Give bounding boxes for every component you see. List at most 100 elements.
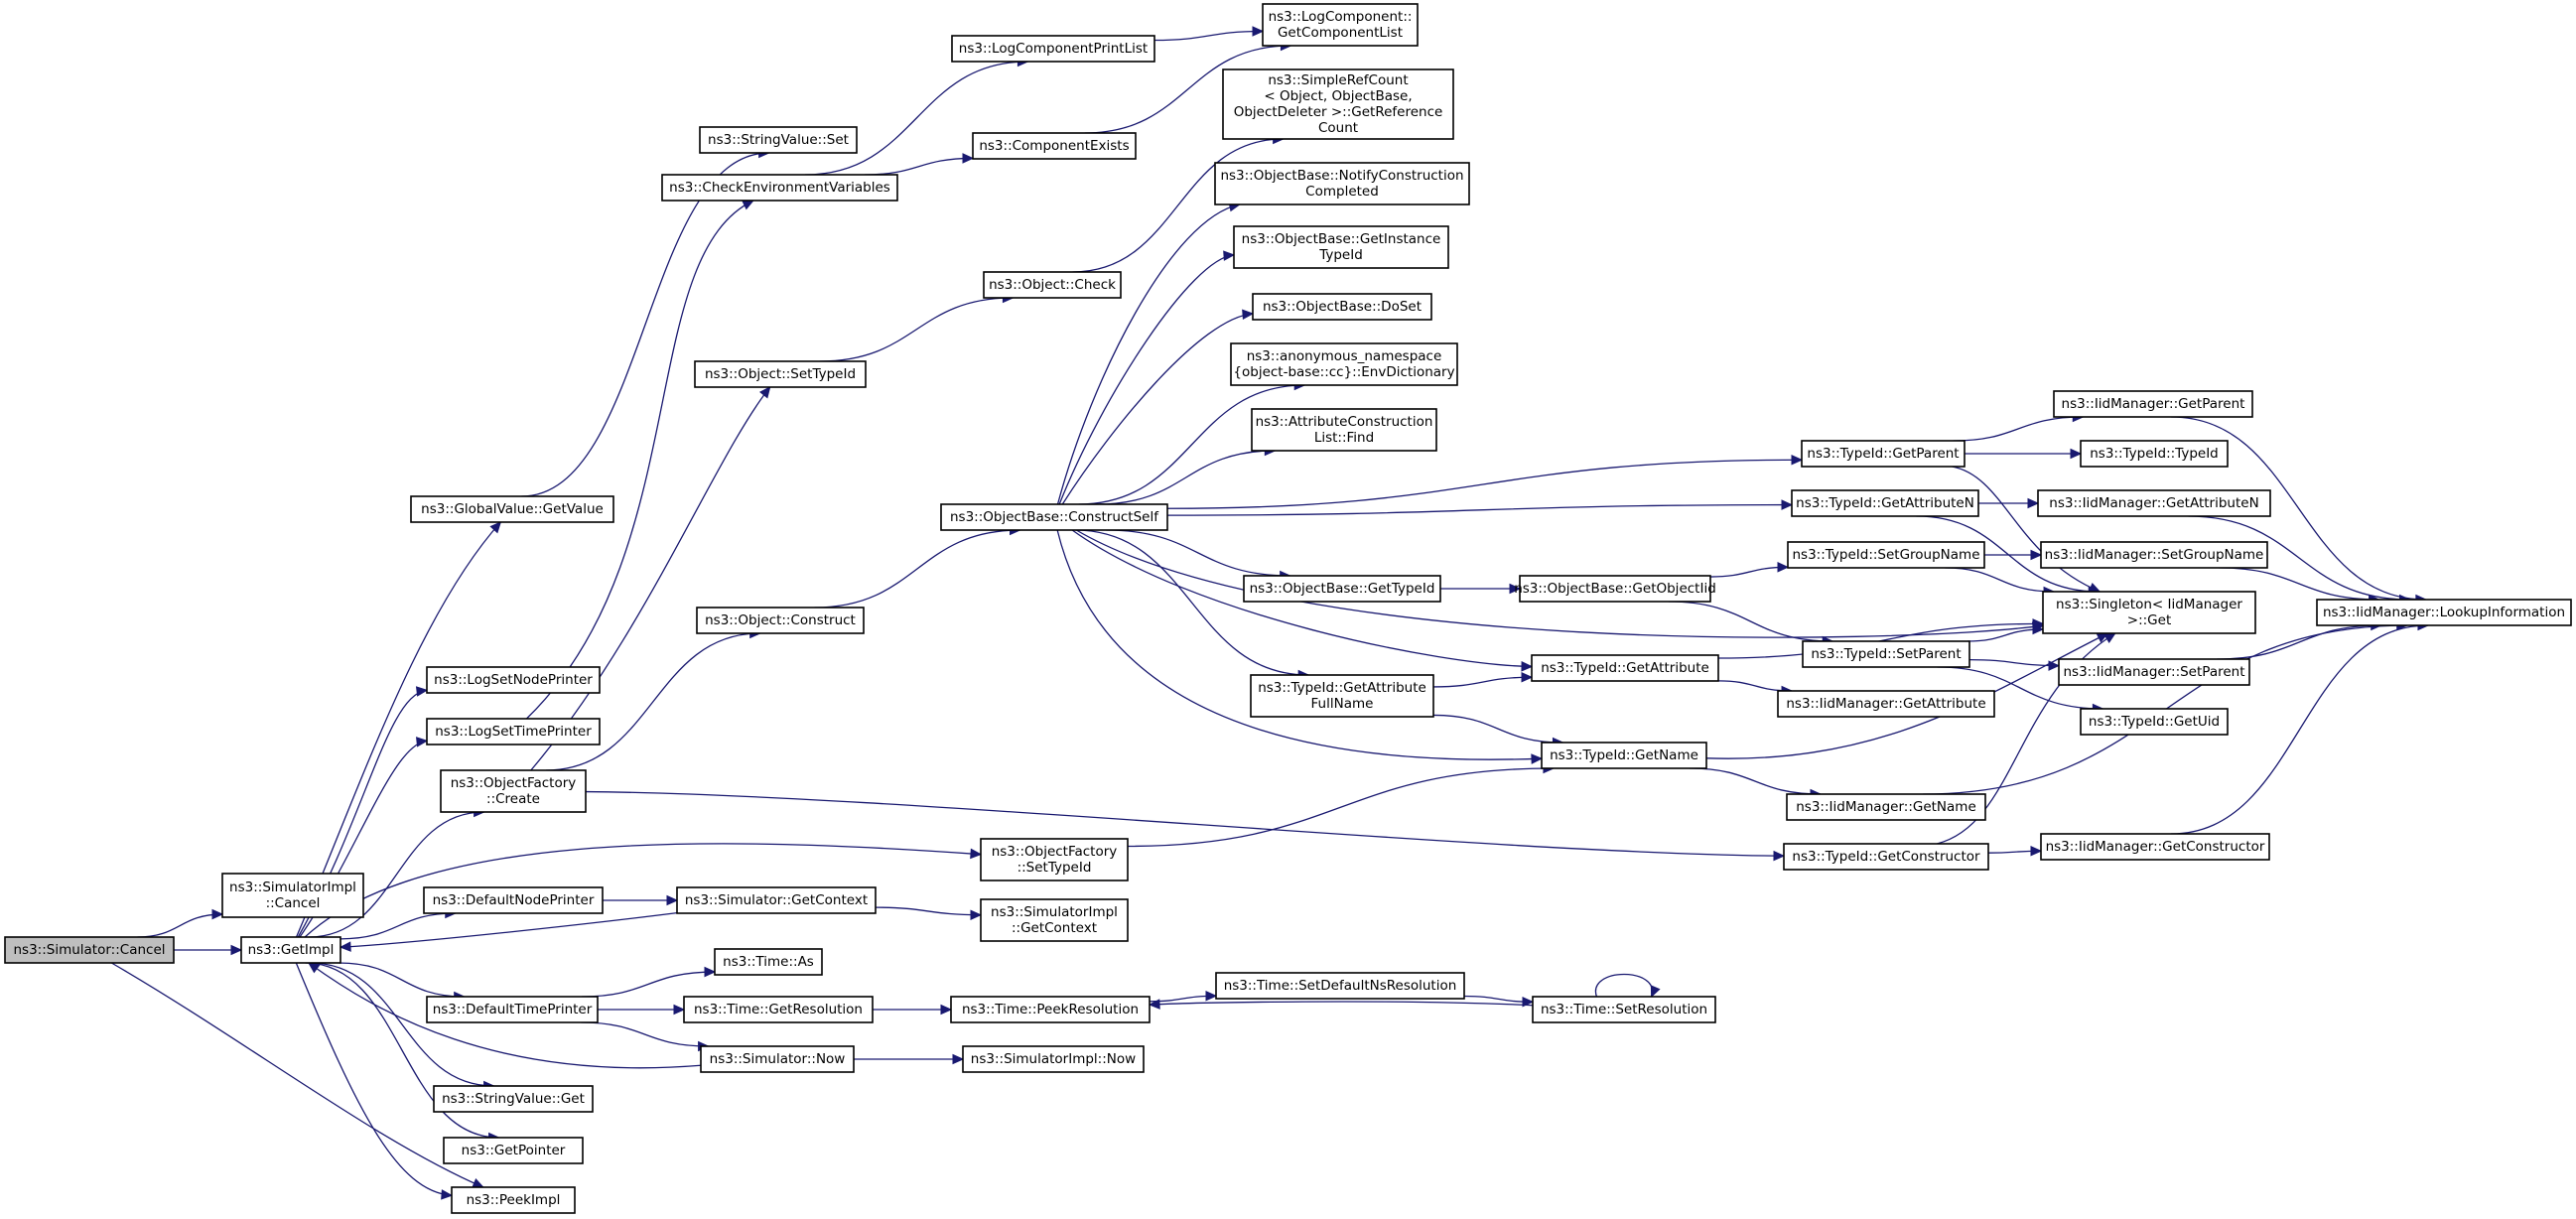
node-tgetparent[interactable]: ns3::TypeId::GetParent [1801, 440, 1966, 468]
node-box [426, 718, 601, 745]
node-timegetres[interactable]: ns3::Time::GetResolution [683, 996, 874, 1023]
node-label: ns3::TypeId::GetConstructor [1792, 849, 1980, 865]
node-label: ns3::ObjectFactory [992, 844, 1118, 860]
edge-line [305, 962, 499, 1139]
node-lookupinfo[interactable]: ns3::IidManager::LookupInformation [2316, 599, 2572, 626]
node-checkenv[interactable]: ns3::CheckEnvironmentVariables [661, 174, 898, 202]
edge-line [1084, 45, 1291, 134]
node-simgetcontext[interactable]: ns3::Simulator::GetContext [676, 886, 877, 914]
node-constructself[interactable]: ns3::ObjectBase::ConstructSelf [940, 503, 1168, 531]
edge-defnodeprinter-to-simgetcontext [602, 894, 679, 906]
node-box [1243, 575, 1441, 603]
node-label: ns3::Time::SetResolution [1541, 1002, 1707, 1017]
node-label: ns3::TypeId::GetAttribute [1258, 680, 1426, 696]
node-iidgetconstructor[interactable]: ns3::IidManager::GetConstructor [2040, 833, 2270, 861]
edge-line [1432, 676, 1533, 688]
node-envdict[interactable]: ns3::anonymous_namespace{object-base::cc… [1230, 342, 1458, 386]
node-simimplgetcontext[interactable]: ns3::SimulatorImpl::GetContext [980, 898, 1129, 942]
node-label: ns3::TypeId::SetParent [1811, 646, 1961, 662]
edge-constructself-to-doset [1061, 309, 1255, 505]
node-simimplcancel[interactable]: ns3::SimulatorImpl::Cancel [221, 873, 364, 918]
node-getobjectiid[interactable]: ns3::ObjectBase::GetObjectIid [1514, 575, 1716, 603]
node-tgetconstructor[interactable]: ns3::TypeId::GetConstructor [1783, 843, 1989, 871]
node-tgetattr[interactable]: ns3::TypeId::GetAttribute [1531, 654, 1719, 682]
node-tgetattrn[interactable]: ns3::TypeId::GetAttributeN [1791, 489, 1979, 517]
node-iidgetparent[interactable]: ns3::IidManager::GetParent [2053, 390, 2253, 418]
node-box [423, 886, 604, 914]
node-stringvalueget[interactable]: ns3::StringValue::Get [433, 1085, 594, 1113]
node-label: ns3::Singleton< IidManager [2056, 597, 2242, 612]
node-timesetdefault[interactable]: ns3::Time::SetDefaultNsResolution [1215, 972, 1465, 1000]
node-box [2058, 658, 2250, 686]
edge-line [1968, 658, 2060, 667]
node-simimplnow[interactable]: ns3::SimulatorImpl::Now [962, 1045, 1145, 1073]
node-objsettypeid[interactable]: ns3::Object::SetTypeId [694, 360, 867, 388]
node-globalvalue[interactable]: ns3::GlobalValue::GetValue [410, 495, 614, 523]
edge-line [1945, 567, 2055, 593]
node-box [1777, 690, 1995, 718]
node-tsetparent[interactable]: ns3::TypeId::SetParent [1802, 640, 1970, 668]
node-peekimpl[interactable]: ns3::PeekImpl [451, 1186, 576, 1214]
node-objfactsettypeid[interactable]: ns3::ObjectFactory::SetTypeId [980, 838, 1129, 881]
node-simnow[interactable]: ns3::Simulator::Now [700, 1045, 855, 1073]
node-logsetnode[interactable]: ns3::LogSetNodePrinter [426, 666, 601, 694]
node-iidsetgroup[interactable]: ns3::IidManager::SetGroupName [2040, 541, 2268, 569]
node-stringvalueset[interactable]: ns3::StringValue::Set [699, 126, 858, 154]
edge-line [585, 790, 1785, 857]
node-tgetuid[interactable]: ns3::TypeId::GetUid [2080, 708, 2229, 736]
node-getimpl[interactable]: ns3::GetImpl [240, 936, 341, 964]
node-iidsetparent[interactable]: ns3::IidManager::SetParent [2058, 658, 2250, 686]
node-logcompprint[interactable]: ns3::LogComponentPrintList [951, 35, 1155, 63]
node-tgetname[interactable]: ns3::TypeId::GetName [1541, 742, 1707, 769]
edge-line [339, 912, 456, 940]
node-timesetres[interactable]: ns3::Time::SetResolution [1532, 996, 1716, 1023]
node-getcomplist[interactable]: ns3::LogComponent::GetComponentList [1262, 3, 1419, 47]
node-notifyconst[interactable]: ns3::ObjectBase::NotifyConstructionCompl… [1214, 162, 1470, 205]
edge-arrowhead [1509, 583, 1522, 595]
node-defnodeprinter[interactable]: ns3::DefaultNodePrinter [423, 886, 604, 914]
edge-arrowhead [1223, 250, 1236, 261]
node-doset[interactable]: ns3::ObjectBase::DoSet [1252, 293, 1432, 321]
edge-arrowhead [970, 848, 983, 860]
node-box [1783, 843, 1989, 871]
edge-line [295, 962, 453, 1196]
node-obgettypeid[interactable]: ns3::ObjectBase::GetTypeId [1243, 575, 1441, 603]
node-objconstruct[interactable]: ns3::Object::Construct [696, 607, 865, 634]
node-box [1215, 972, 1465, 1000]
node-ttypeid[interactable]: ns3::TypeId::TypeId [2080, 440, 2229, 468]
node-box [1801, 440, 1966, 468]
node-objfactcreate[interactable]: ns3::ObjectFactory::Create [440, 769, 587, 813]
node-timepeekres[interactable]: ns3::Time::PeekResolution [950, 996, 1151, 1023]
node-box [2040, 541, 2268, 569]
node-label: ns3::DefaultTimePrinter [433, 1002, 593, 1017]
node-getpointer[interactable]: ns3::GetPointer [443, 1137, 584, 1164]
node-simplerefcount[interactable]: ns3::SimpleRefCount< Object, ObjectBase,… [1222, 68, 1454, 140]
edge-cancel-to-simimplcancel [137, 908, 224, 938]
node-label: ns3::AttributeConstruction [1256, 414, 1433, 430]
node-singleton[interactable]: ns3::Singleton< IidManager>::Get [2042, 591, 2256, 634]
node-iidgetattr[interactable]: ns3::IidManager::GetAttribute [1777, 690, 1995, 718]
node-cancel[interactable]: ns3::Simulator::Cancel [4, 936, 175, 964]
node-compexists[interactable]: ns3::ComponentExists [972, 132, 1137, 160]
node-timeas[interactable]: ns3::Time::As [714, 948, 823, 976]
node-label: ns3::SimulatorImpl [229, 880, 356, 895]
edge-objfactcreate-to-objconstruct [545, 627, 761, 771]
node-objcheck[interactable]: ns3::Object::Check [983, 271, 1122, 299]
edge-line [339, 911, 678, 948]
node-label: ns3::TypeId::GetName [1550, 747, 1698, 763]
node-deftimeprinter[interactable]: ns3::DefaultTimePrinter [426, 996, 599, 1023]
node-box [661, 174, 898, 202]
node-label: ns3::ObjectBase::DoSet [1263, 299, 1422, 315]
node-box [1787, 541, 1985, 569]
node-box [700, 1045, 855, 1073]
edge-arrowhead [952, 1053, 965, 1065]
node-iidgetname[interactable]: ns3::IidManager::GetName [1786, 793, 1986, 821]
node-logsettime[interactable]: ns3::LogSetTimePrinter [426, 718, 601, 745]
node-tsetgroup[interactable]: ns3::TypeId::SetGroupName [1787, 541, 1985, 569]
node-iidgetattrn[interactable]: ns3::IidManager::GetAttributeN [2037, 489, 2271, 517]
edge-line [521, 152, 769, 497]
edge-line [111, 962, 484, 1188]
